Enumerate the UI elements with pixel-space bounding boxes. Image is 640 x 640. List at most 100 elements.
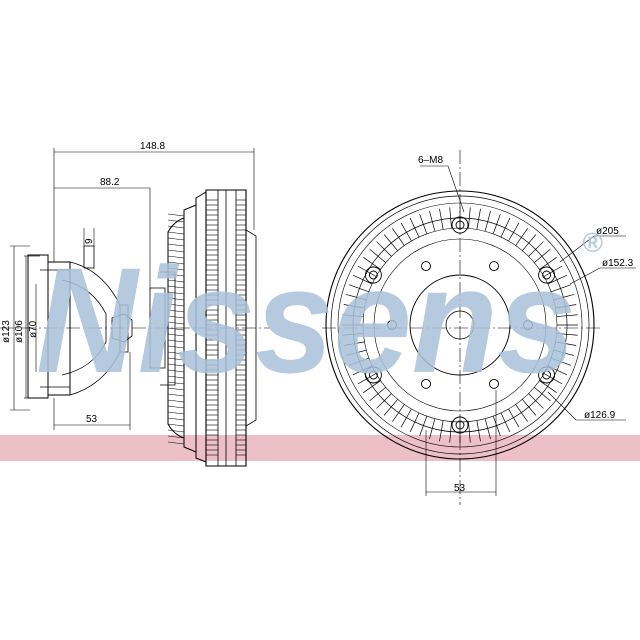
front-fin (369, 387, 386, 402)
side-fin (167, 399, 185, 403)
front-fin (484, 210, 491, 232)
front-fin (352, 274, 373, 285)
bolt-hole (542, 270, 552, 280)
side-fin (167, 309, 185, 313)
dim-diameter-152: ø152.3 (602, 258, 634, 269)
dim-diameter-70: ø70 (28, 320, 39, 338)
front-fin (492, 416, 501, 437)
side-fin (167, 441, 185, 445)
side-fin (167, 231, 185, 235)
side-fin (167, 255, 185, 259)
front-fin (551, 284, 572, 293)
side-fin (167, 321, 185, 325)
front-fin (556, 333, 578, 336)
side-fin (167, 357, 185, 361)
front-fin (429, 210, 436, 232)
watermark-registered: ® (582, 227, 603, 258)
front-fin (400, 222, 412, 242)
front-fin (551, 357, 572, 366)
bolt-hole (455, 220, 465, 230)
side-fin (167, 237, 185, 241)
front-fin (345, 294, 367, 301)
front-view-fins (342, 207, 578, 443)
inner-hole (421, 378, 431, 389)
front-fin (392, 228, 405, 246)
front-fin (556, 314, 578, 317)
front-fin (383, 399, 398, 416)
side-fin (167, 225, 185, 229)
front-fin (500, 217, 511, 238)
inner-hole (387, 320, 397, 330)
side-fin (167, 393, 185, 397)
side-fin (167, 387, 185, 391)
front-fin (419, 213, 428, 234)
front-fin (357, 265, 377, 277)
dim-flange-thickness: 9 (84, 238, 95, 244)
front-fin (348, 357, 369, 366)
dim-bolt-circle: ø126.9 (584, 410, 616, 421)
front-fin (515, 404, 528, 422)
front-fin (449, 207, 452, 229)
front-fin (343, 341, 365, 346)
front-fin (449, 421, 452, 443)
front-fin (500, 412, 511, 433)
front-fin (352, 365, 373, 376)
front-fin (343, 304, 365, 309)
bolt-head (364, 266, 382, 284)
side-fin (167, 411, 185, 415)
dim-offset-left: 53 (86, 414, 98, 425)
watermark-logo: Nissens (36, 236, 576, 404)
front-fin (468, 421, 471, 443)
front-fin (553, 294, 575, 301)
side-fin (167, 369, 185, 373)
front-fin (543, 265, 563, 277)
side-fin (167, 429, 185, 433)
front-fin (342, 314, 364, 317)
front-fin (539, 257, 557, 270)
side-fin (167, 213, 185, 217)
front-fin (528, 393, 544, 409)
front-fin (484, 418, 491, 440)
side-fin (167, 267, 185, 271)
bolt-head (538, 266, 556, 284)
side-fin (167, 339, 185, 343)
dim-overall-length: 148.8 (140, 141, 165, 152)
side-fin (167, 417, 185, 421)
dim-hub-length: 88.2 (100, 177, 120, 188)
dim-diameter-106: ø106 (14, 320, 25, 343)
front-fin (376, 393, 392, 409)
front-view-bolts (364, 216, 556, 434)
front-fin (468, 207, 471, 229)
front-fin (547, 365, 568, 376)
side-fin (167, 279, 185, 283)
side-fin (167, 261, 185, 265)
front-fin (476, 420, 481, 442)
side-fin (167, 249, 185, 253)
front-fin (522, 399, 537, 416)
front-fin (534, 387, 551, 402)
front-fin (555, 341, 577, 346)
front-fin (439, 420, 444, 442)
side-fin (167, 219, 185, 223)
front-fin (369, 248, 386, 263)
front-fin (476, 208, 481, 230)
bolt-head (364, 366, 382, 384)
front-fin (429, 418, 436, 440)
front-fin (547, 274, 568, 285)
front-fin (376, 241, 392, 257)
side-view-fins (167, 199, 246, 456)
front-fin (342, 333, 364, 336)
side-fin (167, 315, 185, 319)
side-fin (167, 273, 185, 277)
side-fin (167, 291, 185, 295)
inner-hole (421, 261, 431, 272)
bolt-head (451, 416, 469, 434)
front-fin (345, 349, 367, 356)
dim-bolt-spec: 6–M8 (418, 155, 443, 166)
side-fin (167, 333, 185, 337)
bolt-hole (368, 370, 378, 380)
side-fin (167, 243, 185, 247)
front-fin (528, 241, 544, 257)
